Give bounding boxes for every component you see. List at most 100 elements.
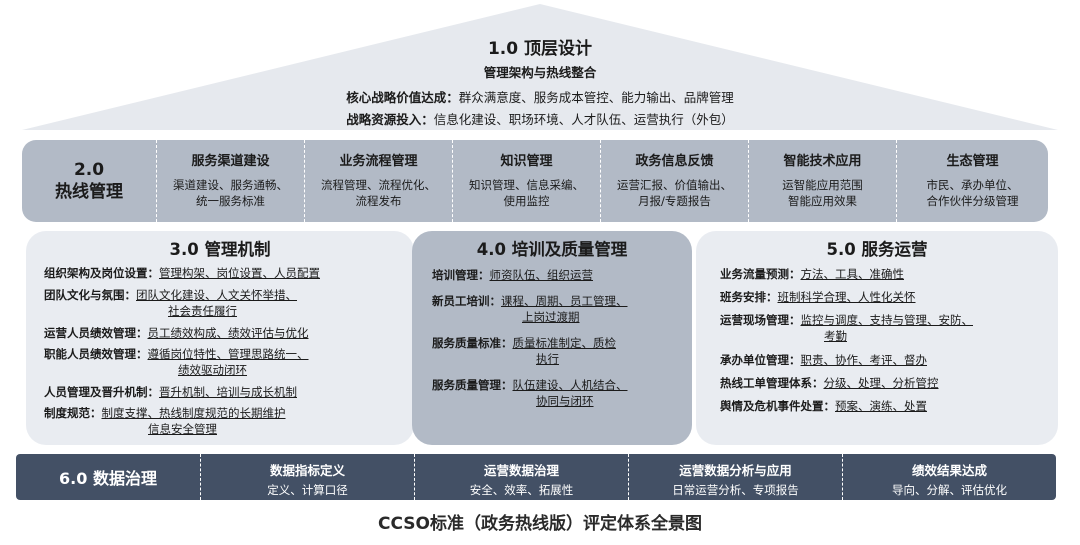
item-value: 遵循岗位特性、管理思路统一、 — [147, 347, 309, 361]
roof-line-value: 群众满意度、服务成本管控、能力输出、品牌管理 — [458, 90, 734, 105]
column-service-channel: 服务渠道建设 渠道建设、服务通畅、统一服务标准 — [156, 140, 304, 222]
column-desc: 定义、计算口径 — [267, 483, 348, 497]
roof-line-resources: 战略资源投入：信息化建设、职场环境、人才队伍、运营执行（外包） — [0, 109, 1080, 128]
hotline-management-band: 2.0 热线管理 服务渠道建设 渠道建设、服务通畅、统一服务标准 业务流程管理 … — [22, 140, 1048, 222]
column-desc: 流程管理、流程优化、流程发布 — [305, 177, 452, 209]
item-value: 课程、周期、员工管理、 — [501, 294, 628, 308]
item-value-cont: 社会责任履行 — [168, 304, 237, 318]
desc-line: 合作伙伴分级管理 — [926, 194, 1019, 208]
roof-line-key: 战略资源投入： — [346, 112, 434, 127]
roof-shape — [22, 4, 1058, 130]
item-key: 组织架构及岗位设置： — [44, 266, 159, 280]
item-key: 培训管理： — [432, 268, 490, 282]
item-value-cont: 上岗过渡期 — [522, 310, 580, 324]
column-title: 业务流程管理 — [339, 154, 418, 169]
column-title: 运营数据分析与应用 — [679, 463, 792, 478]
column-title: 知识管理 — [500, 154, 553, 169]
panel-title: 3.0 管理机制 — [169, 240, 271, 259]
panel-item: 热线工单管理体系：分级、处理、分析管控 — [720, 375, 939, 391]
item-value: 制度支撑、热线制度规范的长期维护 — [101, 406, 286, 420]
item-value: 队伍建设、人机结合、 — [512, 378, 628, 392]
panel-item: 运营人员绩效管理：员工绩效构成、绩效评估与优化 — [44, 325, 309, 341]
panel-item: 职能人员绩效管理：遵循岗位特性、管理思路统一、 绩效驱动闭环 — [44, 346, 309, 378]
panel-item: 承办单位管理：职责、协作、考评、督办 — [720, 352, 927, 368]
training-quality-panel: 4.0 培训及质量管理 培训管理：师资队伍、组织运营 新员工培训：课程、周期、员… — [412, 231, 692, 445]
desc-line: 智能应用效果 — [788, 194, 857, 208]
column-data-governance: 运营数据治理 安全、效率、拓展性 — [414, 454, 628, 500]
item-value: 师资队伍、组织运营 — [489, 268, 594, 282]
column-knowledge: 知识管理 知识管理、信息采编、使用监控 — [452, 140, 600, 222]
item-value: 团队文化建设、人文关怀举措、 — [136, 288, 297, 302]
desc-line: 市民、承办单位、 — [926, 178, 1019, 192]
column-title: 绩效结果达成 — [911, 463, 987, 478]
item-key: 舆情及危机事件处置： — [720, 399, 835, 413]
item-key: 热线工单管理体系： — [720, 376, 824, 390]
roof-subtitle: 管理架构与热线整合 — [483, 65, 597, 80]
column-metric-definition: 数据指标定义 定义、计算口径 — [200, 454, 414, 500]
column-desc: 导向、分解、评估优化 — [892, 483, 1007, 497]
panel-item: 运营现场管理：监控与调度、支持与管理、安防、 考勤 — [720, 312, 973, 344]
item-key: 服务质量标准： — [432, 336, 513, 350]
panel-item: 服务质量管理：队伍建设、人机结合、 协同与闭环 — [432, 377, 628, 409]
item-key: 人员管理及晋升机制： — [44, 385, 159, 399]
panel-item: 人员管理及晋升机制：晋升机制、培训与成长机制 — [44, 384, 297, 400]
column-desc: 市民、承办单位、合作伙伴分级管理 — [897, 177, 1048, 209]
item-key: 运营现场管理： — [720, 313, 801, 327]
desc-line: 月报/专题报告 — [638, 194, 711, 208]
item-value-cont: 执行 — [536, 352, 559, 366]
column-business-process: 业务流程管理 流程管理、流程优化、流程发布 — [304, 140, 452, 222]
panel-item: 业务流量预测：方法、工具、准确性 — [720, 266, 904, 282]
item-value-cont: 协同与闭环 — [536, 394, 594, 408]
item-value: 监控与调度、支持与管理、安防、 — [800, 313, 974, 327]
column-smart-tech: 智能技术应用 运智能应用范围智能应用效果 — [748, 140, 896, 222]
desc-line: 运营汇报、价值输出、 — [617, 178, 732, 192]
roof-line-value: 信息化建设、职场环境、人才队伍、运营执行（外包） — [433, 112, 734, 127]
column-gov-feedback: 政务信息反馈 运营汇报、价值输出、月报/专题报告 — [600, 140, 748, 222]
item-value: 晋升机制、培训与成长机制 — [159, 385, 297, 399]
item-value: 方法、工具、准确性 — [800, 267, 905, 281]
column-ecosystem: 生态管理 市民、承办单位、合作伙伴分级管理 — [896, 140, 1048, 222]
column-title: 服务渠道建设 — [191, 154, 270, 169]
service-operation-panel: 5.0 服务运营 业务流量预测：方法、工具、准确性 班务安排：班制科学合理、人性… — [696, 231, 1058, 445]
item-key: 新员工培训： — [432, 294, 501, 308]
column-desc: 运营汇报、价值输出、月报/专题报告 — [601, 177, 748, 209]
panel-title: 4.0 培训及质量管理 — [476, 240, 628, 259]
panel-item: 新员工培训：课程、周期、员工管理、 上岗过渡期 — [432, 293, 628, 325]
column-title: 生态管理 — [946, 154, 999, 169]
column-title: 政务信息反馈 — [635, 154, 714, 169]
column-performance-results: 绩效结果达成 导向、分解、评估优化 — [842, 454, 1056, 500]
desc-line: 流程发布 — [355, 194, 402, 208]
item-key: 制度规范： — [44, 406, 102, 420]
panel-item: 服务质量标准：质量标准制定、质检 执行 — [432, 335, 616, 367]
column-desc: 运智能应用范围智能应用效果 — [749, 177, 896, 209]
item-value: 职责、协作、考评、督办 — [800, 353, 928, 367]
layer-title: 热线管理 — [55, 182, 123, 202]
column-desc: 日常运营分析、专项报告 — [672, 483, 799, 497]
item-value: 员工绩效构成、绩效评估与优化 — [147, 326, 309, 340]
panel-title: 5.0 服务运营 — [826, 240, 928, 259]
panel-item: 班务安排：班制科学合理、人性化关怀 — [720, 289, 916, 305]
item-value-cont: 信息安全管理 — [148, 422, 217, 436]
roof-line-core-strategy: 核心战略价值达成：群众满意度、服务成本管控、能力输出、品牌管理 — [0, 87, 1080, 106]
item-value: 分级、处理、分析管控 — [823, 376, 939, 390]
panel-item: 制度规范：制度支撑、热线制度规范的长期维护 信息安全管理 — [44, 405, 286, 437]
desc-line: 流程管理、流程优化、 — [321, 178, 436, 192]
figure-caption: CCSO标准（政务热线版）评定体系全景图 — [378, 514, 702, 534]
column-desc: 渠道建设、服务通畅、统一服务标准 — [157, 177, 304, 209]
column-title: 运营数据治理 — [483, 463, 559, 478]
column-title: 数据指标定义 — [269, 463, 345, 478]
roof-title: 1.0 顶层设计 — [487, 39, 593, 59]
item-key: 运营人员绩效管理： — [44, 326, 148, 340]
item-key: 承办单位管理： — [720, 353, 801, 367]
layer-number: 2.0 — [73, 160, 105, 180]
data-governance-band: 6.0 数据治理 数据指标定义 定义、计算口径 运营数据治理 安全、效率、拓展性… — [16, 454, 1056, 500]
item-key: 团队文化与氛围： — [44, 288, 136, 302]
desc-line: 使用监控 — [503, 194, 550, 208]
item-key: 班务安排： — [720, 290, 778, 304]
item-key: 职能人员绩效管理： — [44, 347, 148, 361]
desc-line: 运智能应用范围 — [782, 178, 863, 192]
column-data-analysis: 运营数据分析与应用 日常运营分析、专项报告 — [628, 454, 842, 500]
panel-item: 舆情及危机事件处置：预案、演练、处置 — [720, 398, 927, 414]
hotline-management-label: 2.0 热线管理 — [22, 140, 156, 222]
column-desc: 知识管理、信息采编、使用监控 — [453, 177, 600, 209]
